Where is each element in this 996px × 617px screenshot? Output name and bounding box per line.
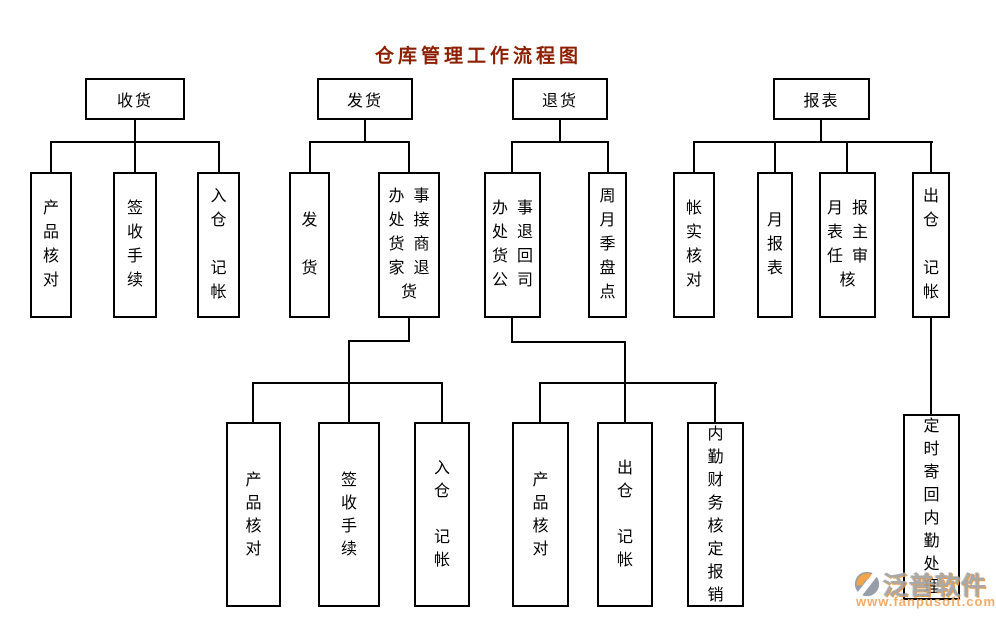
connector-line	[607, 141, 609, 172]
node-returns-periodic-stocktake: 周 月 季 盘 点	[588, 172, 627, 318]
node-reports-warehouse-out-ledger: 出 仓 记 帐	[912, 172, 950, 318]
node-receiving-warehouse-in-ledger: 入 仓 记 帐	[197, 172, 240, 318]
connector-line	[252, 382, 443, 384]
node-shipping-sign-procedure: 签 收 手 续	[318, 422, 380, 607]
watermark: 泛普软件 www.fanpusoft.com	[853, 566, 996, 616]
node-reports-monthly-report: 月 报 表	[757, 172, 793, 318]
node-returns-product-check: 产 品 核 对	[512, 422, 569, 607]
connector-line	[218, 141, 220, 172]
node-reports-account-physical-check: 帐 实 核 对	[673, 172, 715, 318]
node-returns-office-return-to-company: 办事 处退 货回 公司	[484, 172, 541, 318]
node-label: 月 报 表	[766, 212, 783, 277]
node-label: 内 勤 财 务 核 定 报 销	[707, 425, 724, 604]
connector-line	[511, 141, 513, 172]
diagram-title: 仓库管理工作流程图	[375, 46, 583, 67]
node-shipping-warehouse-in-ledger: 入 仓 记 帐	[414, 422, 470, 607]
node-returns-backoffice-finance-reimburse: 内 勤 财 务 核 定 报 销	[687, 422, 744, 607]
node-label: 产 品 核 对	[42, 200, 59, 289]
node-label: 定 时 寄 回 内 勤 处 理	[923, 418, 940, 596]
watermark-brand: 泛普软件	[883, 572, 988, 600]
node-shipping-product-check: 产 品 核 对	[226, 422, 281, 607]
node-label: 产 品 核 对	[532, 471, 549, 558]
node-label: 出 仓 记 帐	[922, 188, 939, 301]
connector-line	[364, 120, 366, 143]
node-label: 入 仓 记 帐	[433, 460, 450, 569]
connector-line	[348, 340, 350, 422]
connector-line	[559, 120, 561, 143]
node-receiving-sign-procedure: 签 收 手 续	[113, 172, 157, 318]
node-label: 产 品 核 对	[245, 471, 262, 558]
node-label: 办事 处退 货回 公司	[491, 200, 542, 289]
node-shipping: 发货	[317, 78, 413, 120]
fanpu-logo-icon	[853, 568, 881, 600]
node-label: 出 仓 记 帐	[616, 460, 633, 569]
connector-line	[774, 141, 776, 172]
connector-line	[820, 120, 822, 143]
node-shipping-dispatch: 发 货	[289, 172, 330, 318]
node-receiving: 收货	[85, 78, 185, 120]
connector-line	[714, 382, 716, 422]
node-label: 帐 实 核 对	[685, 200, 702, 289]
connector-line	[930, 317, 932, 415]
connector-line	[539, 382, 717, 384]
connector-line	[441, 382, 443, 422]
connector-line	[693, 141, 933, 143]
node-returns-warehouse-out-ledger: 出 仓 记 帐	[597, 422, 653, 607]
connector-line	[930, 141, 932, 172]
node-label: 签 收 手 续	[340, 471, 357, 558]
connector-line	[511, 341, 626, 343]
connector-line	[252, 382, 254, 422]
node-returns: 退货	[512, 78, 608, 120]
node-label: 报表	[803, 93, 840, 110]
watermark-url: www.fanpusoft.com	[856, 594, 996, 609]
node-label: 周 月 季 盘 点	[599, 188, 616, 301]
node-reports: 报表	[773, 78, 870, 120]
connector-line	[50, 141, 52, 172]
node-shipping-office-receive-merchant-return: 办事 处接 货商 家退 货	[378, 172, 440, 318]
connector-line	[511, 317, 513, 343]
connector-line	[408, 141, 410, 172]
connector-line	[511, 141, 609, 143]
connector-line	[348, 340, 410, 342]
node-label: 收货	[116, 93, 153, 110]
node-label: 发货	[346, 93, 383, 110]
node-label: 发 货	[301, 212, 318, 277]
connector-line	[309, 141, 410, 143]
node-reports-monthly-report-director-audit: 月报 表主 任审 核	[819, 172, 876, 318]
connector-line	[539, 382, 541, 422]
node-label: 签 收 手 续	[126, 200, 143, 289]
connector-line	[693, 141, 695, 172]
connector-line	[624, 341, 626, 422]
node-reports-timed-mail-backoffice: 定 时 寄 回 内 勤 处 理	[903, 414, 960, 600]
node-label: 入 仓 记 帐	[210, 188, 227, 301]
connector-line	[309, 141, 311, 172]
node-label: 月报 表主 任审 核	[826, 200, 877, 289]
node-receiving-product-check: 产 品 核 对	[30, 172, 72, 318]
connector-line	[134, 141, 136, 172]
node-label: 办事 处接 货商 家退 货	[388, 188, 439, 301]
connector-line	[134, 120, 136, 143]
connector-line	[408, 317, 410, 342]
node-label: 退货	[541, 93, 578, 110]
connector-line	[846, 141, 848, 172]
